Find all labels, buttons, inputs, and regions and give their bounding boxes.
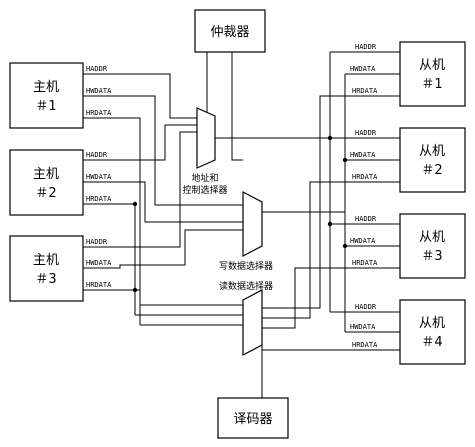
master-2-name: 主机 xyxy=(33,167,59,182)
arbiter-label: 仲裁器 xyxy=(210,24,249,40)
s1-hwdata-label: HWDATA xyxy=(350,65,376,73)
slave-3-name: 从机 xyxy=(419,230,445,245)
s2-haddr-label: HADDR xyxy=(355,129,377,137)
arbiter-box: 仲裁器 xyxy=(194,9,266,53)
s3-hwdata-label: HWDATA xyxy=(350,237,376,245)
slave-2-num: ＃2 xyxy=(421,163,442,178)
slave-4-name: 从机 xyxy=(419,316,445,331)
addr-mux-label-line2: 控制选择器 xyxy=(182,184,227,196)
master-1-num: ＃1 xyxy=(35,99,56,114)
slave-signal-labels: HADDR HWDATA HRDATA HADDR HWDATA HRDATA … xyxy=(350,43,378,349)
junction-dot xyxy=(132,201,138,207)
master-1-name: 主机 xyxy=(33,80,59,95)
m2-hrdata-label: HRDATA xyxy=(86,195,112,203)
slave-1-num: ＃1 xyxy=(421,77,442,92)
master-2: 主机 ＃2 xyxy=(9,149,84,216)
m1-hwdata-label: HWDATA xyxy=(86,87,112,95)
master-1: 主机 ＃1 xyxy=(9,62,84,129)
slave-4: 从机 ＃4 xyxy=(399,299,466,365)
m3-haddr-label: HADDR xyxy=(86,238,108,246)
s1-hrdata-label: HRDATA xyxy=(352,87,378,95)
master-2-num: ＃2 xyxy=(35,186,56,201)
slave-3-num: ＃3 xyxy=(421,249,442,264)
decoder-box: 译码器 xyxy=(217,397,289,439)
address-control-mux xyxy=(196,107,216,169)
write-mux-label: 写数据选择器 xyxy=(219,260,273,272)
write-data-mux xyxy=(242,191,263,257)
s3-hrdata-label: HRDATA xyxy=(352,259,378,267)
m3-hwdata-label: HWDATA xyxy=(86,259,112,267)
s4-hrdata-label: HRDATA xyxy=(352,341,378,349)
s3-haddr-label: HADDR xyxy=(355,215,377,223)
junction-dot xyxy=(132,287,138,293)
m1-hrdata-label: HRDATA xyxy=(86,109,112,117)
slave-2: 从机 ＃2 xyxy=(399,127,466,193)
junction-dots xyxy=(132,135,348,293)
s2-hrdata-label: HRDATA xyxy=(352,173,378,181)
addr-mux-label-line1: 地址和 xyxy=(191,172,218,184)
junction-dot xyxy=(342,157,348,163)
read-mux-label: 读数据选择器 xyxy=(219,280,273,292)
decoder-label: 译码器 xyxy=(233,412,272,427)
junction-dot xyxy=(327,221,333,227)
master-3: 主机 ＃3 xyxy=(9,235,84,302)
slave-1-name: 从机 xyxy=(419,58,445,73)
master-3-name: 主机 xyxy=(33,253,59,268)
s4-hwdata-label: HWDATA xyxy=(350,323,376,331)
slave-2-name: 从机 xyxy=(419,144,445,159)
m2-haddr-label: HADDR xyxy=(86,151,108,159)
read-data-mux xyxy=(242,289,263,356)
s4-haddr-label: HADDR xyxy=(355,303,377,311)
wires xyxy=(83,51,400,400)
m1-haddr-label: HADDR xyxy=(86,65,108,73)
slave-3: 从机 ＃3 xyxy=(399,213,466,279)
s2-hwdata-label: HWDATA xyxy=(350,151,376,159)
s1-haddr-label: HADDR xyxy=(355,43,377,51)
slave-4-num: ＃4 xyxy=(421,335,442,350)
m3-hrdata-label: HRDATA xyxy=(86,281,112,289)
slave-1: 从机 ＃1 xyxy=(399,41,466,107)
master-3-num: ＃3 xyxy=(35,272,56,287)
master-signal-labels: HADDR HWDATA HRDATA HADDR HWDATA HRDATA … xyxy=(86,65,112,289)
junction-dot xyxy=(327,135,333,141)
m2-hwdata-label: HWDATA xyxy=(86,173,112,181)
junction-dot xyxy=(342,243,348,249)
